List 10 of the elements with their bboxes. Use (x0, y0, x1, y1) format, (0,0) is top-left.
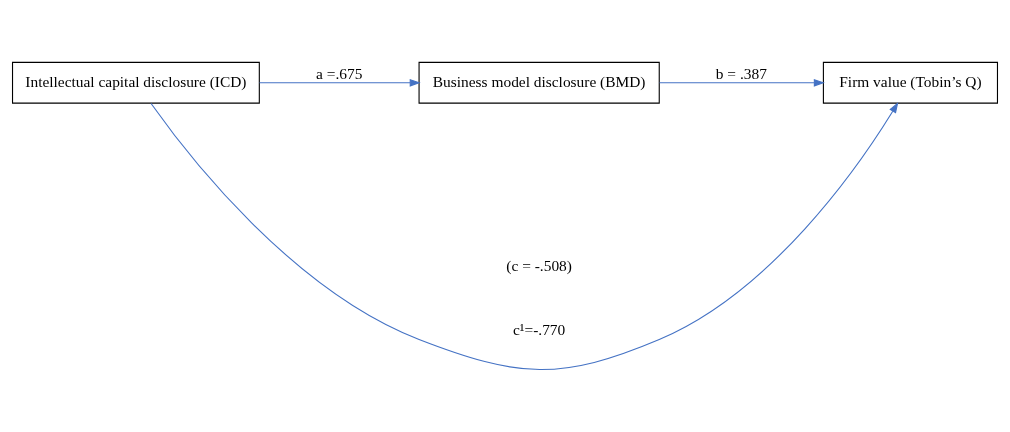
label: (c = -.508) (506, 256, 572, 274)
arrow (150, 101, 899, 371)
edge-label: a =.675 (316, 64, 363, 82)
arrow (659, 78, 825, 87)
edge-label: c¹=-.770 (513, 321, 566, 339)
node-box: Firm value (Tobin’s Q) (822, 61, 999, 104)
edge-label: b = .387 (715, 64, 767, 82)
node-box: Business model disclosure (BMD) (418, 61, 660, 104)
node-box: Intellectual capital disclosure (ICD) (11, 61, 260, 104)
arrow (258, 78, 421, 87)
